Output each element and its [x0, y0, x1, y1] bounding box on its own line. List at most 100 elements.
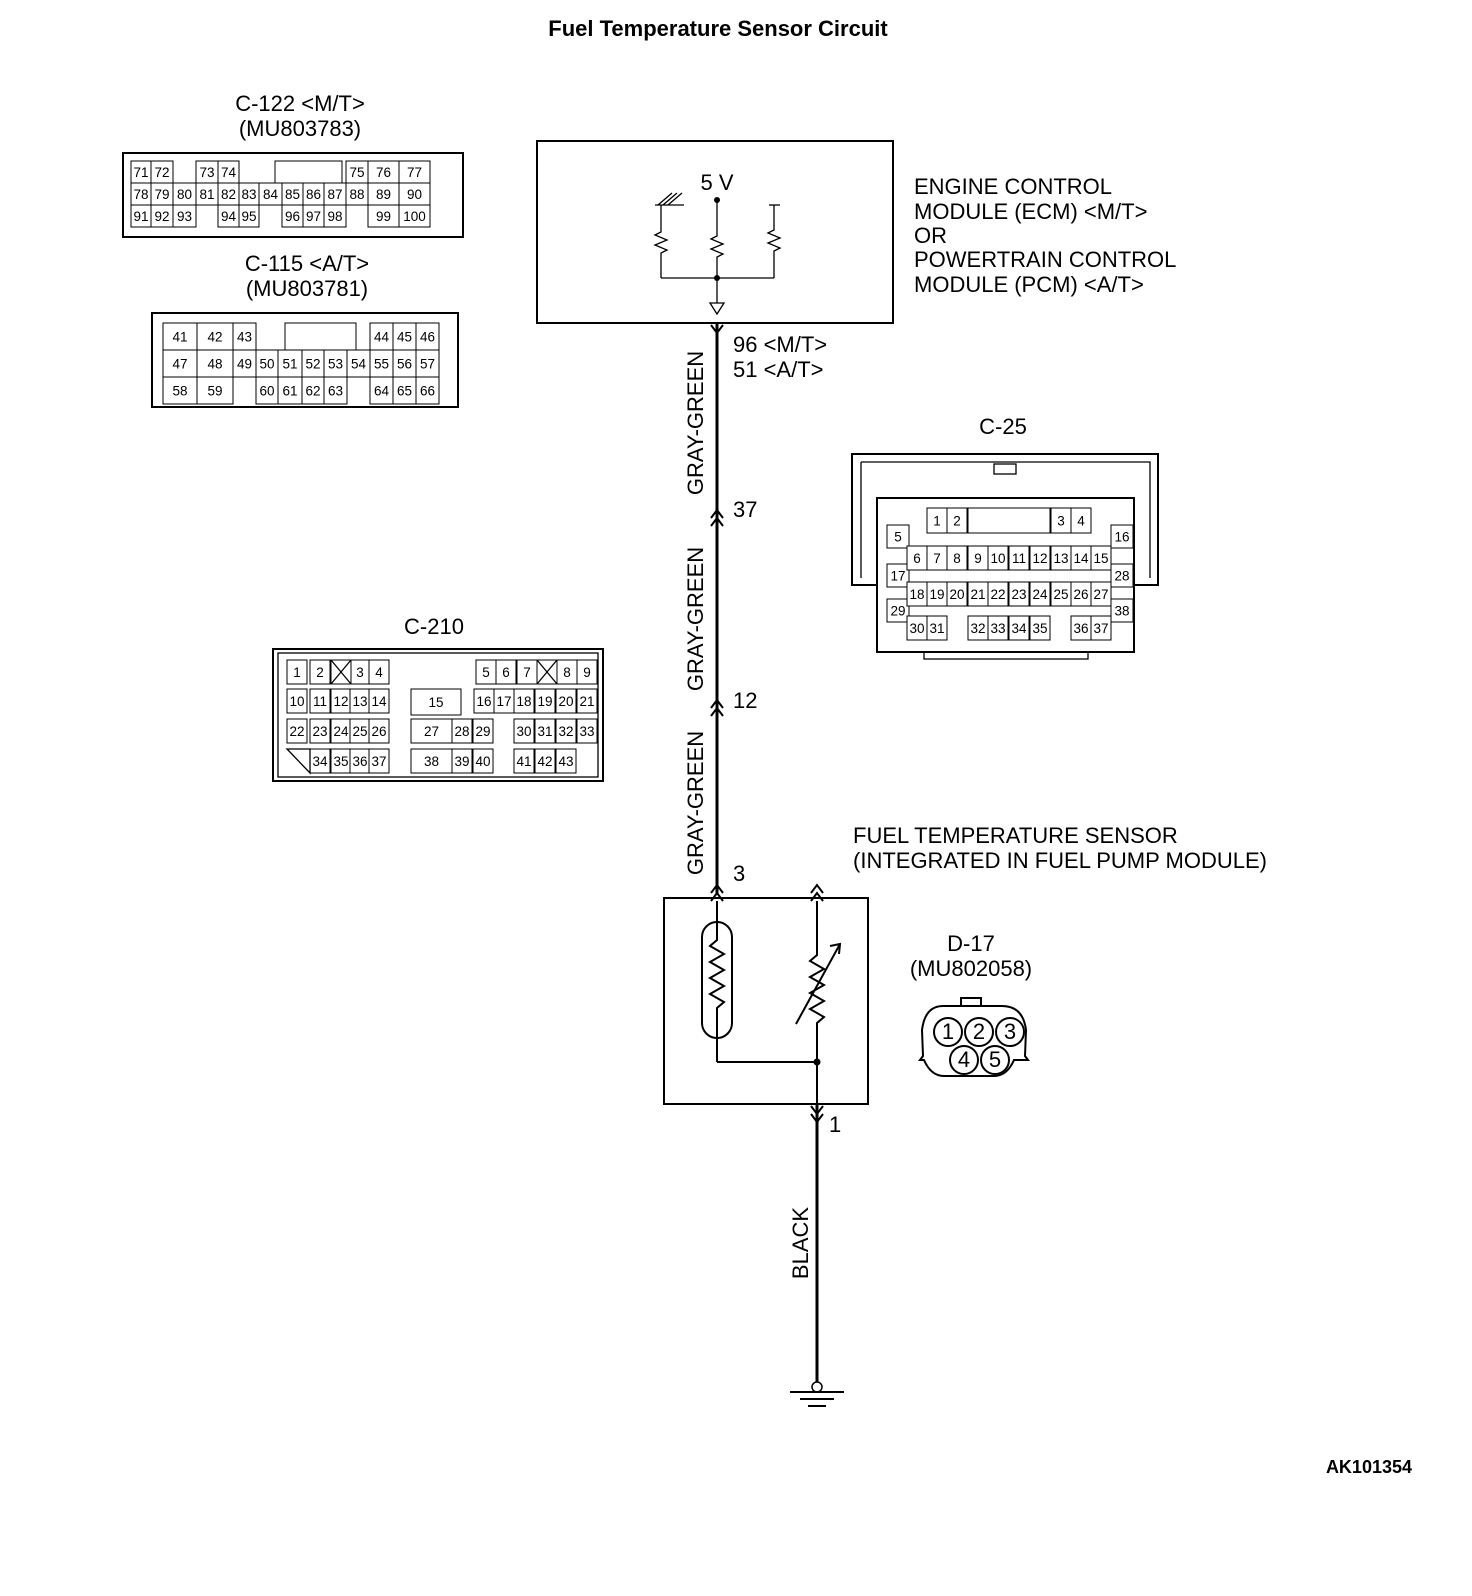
pin-label: 87 [327, 187, 342, 202]
pin-label: 57 [420, 357, 435, 372]
ecm-label-line-5: MODULE (PCM) <A/T> [914, 272, 1144, 297]
pin-label: 18 [909, 587, 924, 602]
pin-cell [1029, 615, 1051, 641]
pin-cell [946, 545, 968, 571]
pin-label: 91 [133, 209, 148, 224]
pin-label: 52 [305, 357, 320, 372]
pin-label: 77 [407, 165, 422, 180]
pin-cell [472, 718, 494, 744]
pin-cell [368, 688, 390, 714]
junction-pin-12: 12 [733, 688, 757, 713]
pin-label: 61 [282, 384, 297, 399]
pin-label: 80 [177, 187, 192, 202]
pin-cell [286, 718, 308, 744]
pin-label: 34 [312, 754, 328, 769]
pin-label: 4 [1077, 514, 1085, 529]
pin-label: 9 [974, 551, 982, 566]
pin-label: 89 [376, 187, 391, 202]
pin-cell [451, 718, 473, 744]
pin-label: 38 [424, 754, 439, 769]
pin-label: 26 [371, 724, 386, 739]
pin-cell [368, 748, 390, 774]
pin-label: 2 [316, 665, 324, 680]
pin-label: 14 [371, 694, 387, 709]
pin-label: 17 [890, 569, 905, 584]
pin-label: 47 [172, 357, 187, 372]
sensor-label-line-2: (INTEGRATED IN FUEL PUMP MODULE) [853, 848, 1267, 873]
pin-cell [886, 524, 910, 549]
connector-d17-name: D-17 [947, 931, 995, 956]
pin-label: 23 [312, 724, 327, 739]
pin-label: 81 [199, 187, 214, 202]
pin-label: 53 [328, 357, 343, 372]
connector-c122-part: (MU803783) [239, 116, 361, 141]
pin-label: 1 [933, 514, 941, 529]
pin-cell [534, 718, 556, 744]
pin-label: 6 [913, 551, 921, 566]
pin-label: 11 [1012, 551, 1026, 566]
pin-label: 82 [221, 187, 236, 202]
pin-label: 33 [990, 621, 1005, 636]
pin-label: 19 [929, 587, 944, 602]
pin-cell [472, 748, 494, 774]
pin-cell [162, 349, 198, 378]
pin-label: 83 [241, 187, 256, 202]
pin-cell [987, 615, 1009, 641]
pin-cell [309, 718, 331, 744]
pin-cell [1029, 581, 1051, 607]
pin-cell [309, 688, 331, 714]
pin-label: 45 [397, 330, 412, 345]
wire-label-3: GRAY-GREEN [683, 731, 708, 875]
pin-label: 44 [374, 330, 390, 345]
pin-label: 4 [958, 1047, 970, 1072]
pin-circle [949, 1045, 979, 1075]
pin-cell [555, 748, 577, 774]
pin-label: 24 [1032, 587, 1048, 602]
sensor-pin-3: 3 [733, 861, 745, 886]
pin-cell [534, 748, 556, 774]
pin-label: 92 [154, 209, 169, 224]
pin-label: 29 [890, 604, 905, 619]
pin-label: 59 [207, 384, 222, 399]
pin-label: 72 [154, 165, 169, 180]
pin-label: 28 [1114, 569, 1129, 584]
pin-label: 31 [537, 724, 552, 739]
pin-label: 32 [970, 621, 985, 636]
pin-cell [1090, 581, 1112, 607]
pin-cell [513, 688, 535, 714]
pin-cell [1110, 563, 1134, 588]
pin-label: 65 [397, 384, 412, 399]
pin-label: 46 [420, 330, 435, 345]
pin-label: 1 [942, 1019, 954, 1044]
pin-cell [1090, 545, 1112, 571]
pin-label: 93 [177, 209, 192, 224]
figure-id: AK101354 [1326, 1457, 1412, 1477]
fuel-temperature-sensor: FUEL TEMPERATURE SENSOR (INTEGRATED IN F… [663, 823, 1267, 1137]
ecm-module: 5 V ENGINE CONTROL MODULE (ECM) <M/T> OR… [536, 140, 1176, 324]
pin-label: 13 [1053, 551, 1068, 566]
pin-label: 73 [199, 165, 214, 180]
pin-label: 21 [970, 587, 985, 602]
pin-cell [451, 748, 473, 774]
pin-label: 2 [953, 514, 961, 529]
pin-cell [576, 688, 598, 714]
pin-cell [410, 748, 453, 774]
pin-label: 56 [397, 357, 412, 372]
ecm-voltage: 5 V [700, 170, 733, 195]
pin-label: 3 [1057, 514, 1065, 529]
pin-label: 27 [1093, 587, 1108, 602]
ground-wire-label: BLACK [788, 1207, 813, 1279]
pin-cell [1008, 581, 1030, 607]
pin-cell [946, 581, 968, 607]
pin-label: 16 [1114, 530, 1129, 545]
pin-label: 37 [371, 754, 386, 769]
ecm-label-line-2: MODULE (ECM) <M/T> [914, 199, 1147, 224]
pin-cell [196, 376, 234, 405]
pin-label: 22 [990, 587, 1005, 602]
